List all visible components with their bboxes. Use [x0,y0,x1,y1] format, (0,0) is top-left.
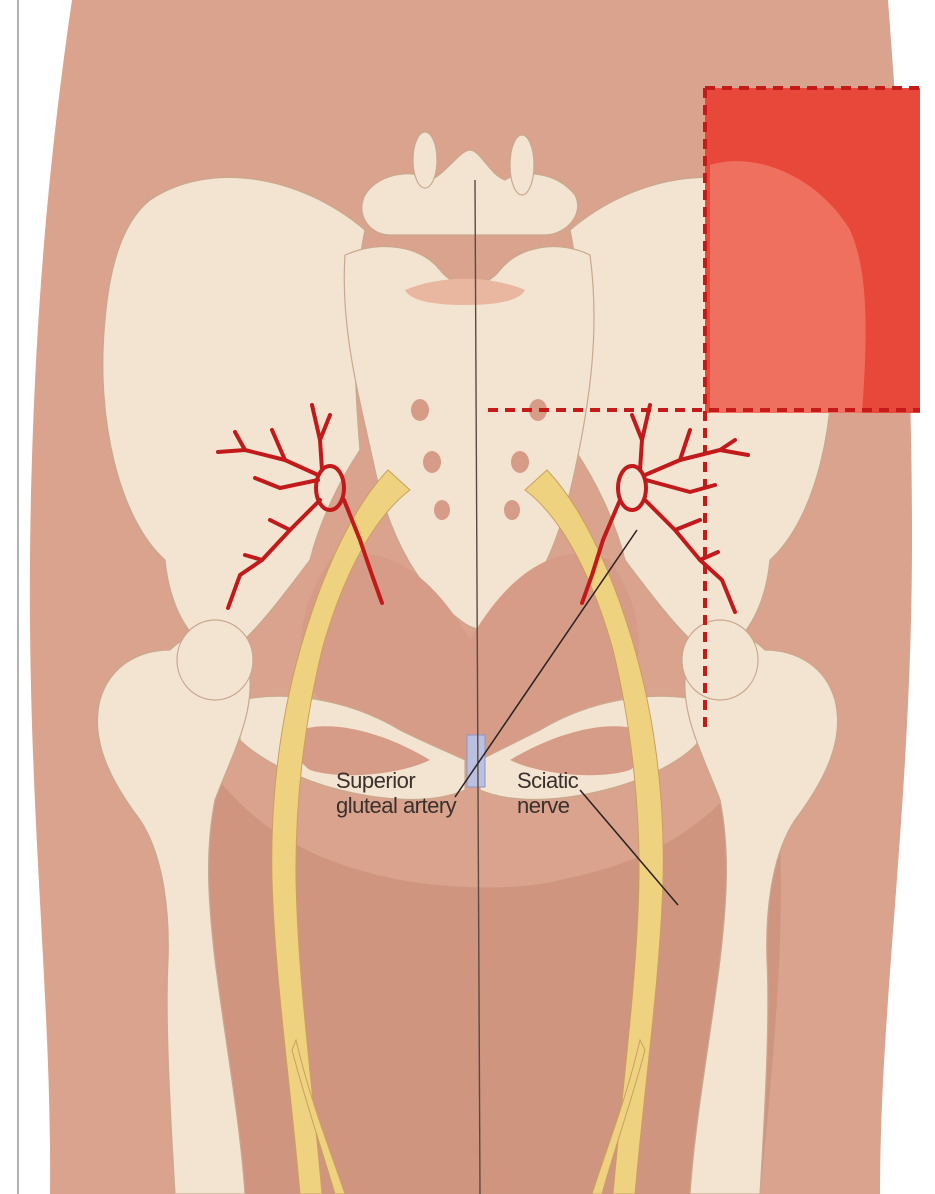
nerve-label-line1: Sciatic [517,768,578,793]
superior-gluteal-artery-label: Superior gluteal artery [336,768,456,818]
right-femoral-head [682,620,758,700]
spinous-process-left [413,132,437,188]
artery-label-line2: gluteal artery [336,793,456,818]
nerve-label-line2: nerve [517,793,578,818]
pubic-symphysis [467,735,485,787]
spinous-process-right [510,135,534,195]
sciatic-nerve-label: Sciatic nerve [517,768,578,818]
artery-label-line1: Superior [336,768,456,793]
left-femoral-head [177,620,253,700]
